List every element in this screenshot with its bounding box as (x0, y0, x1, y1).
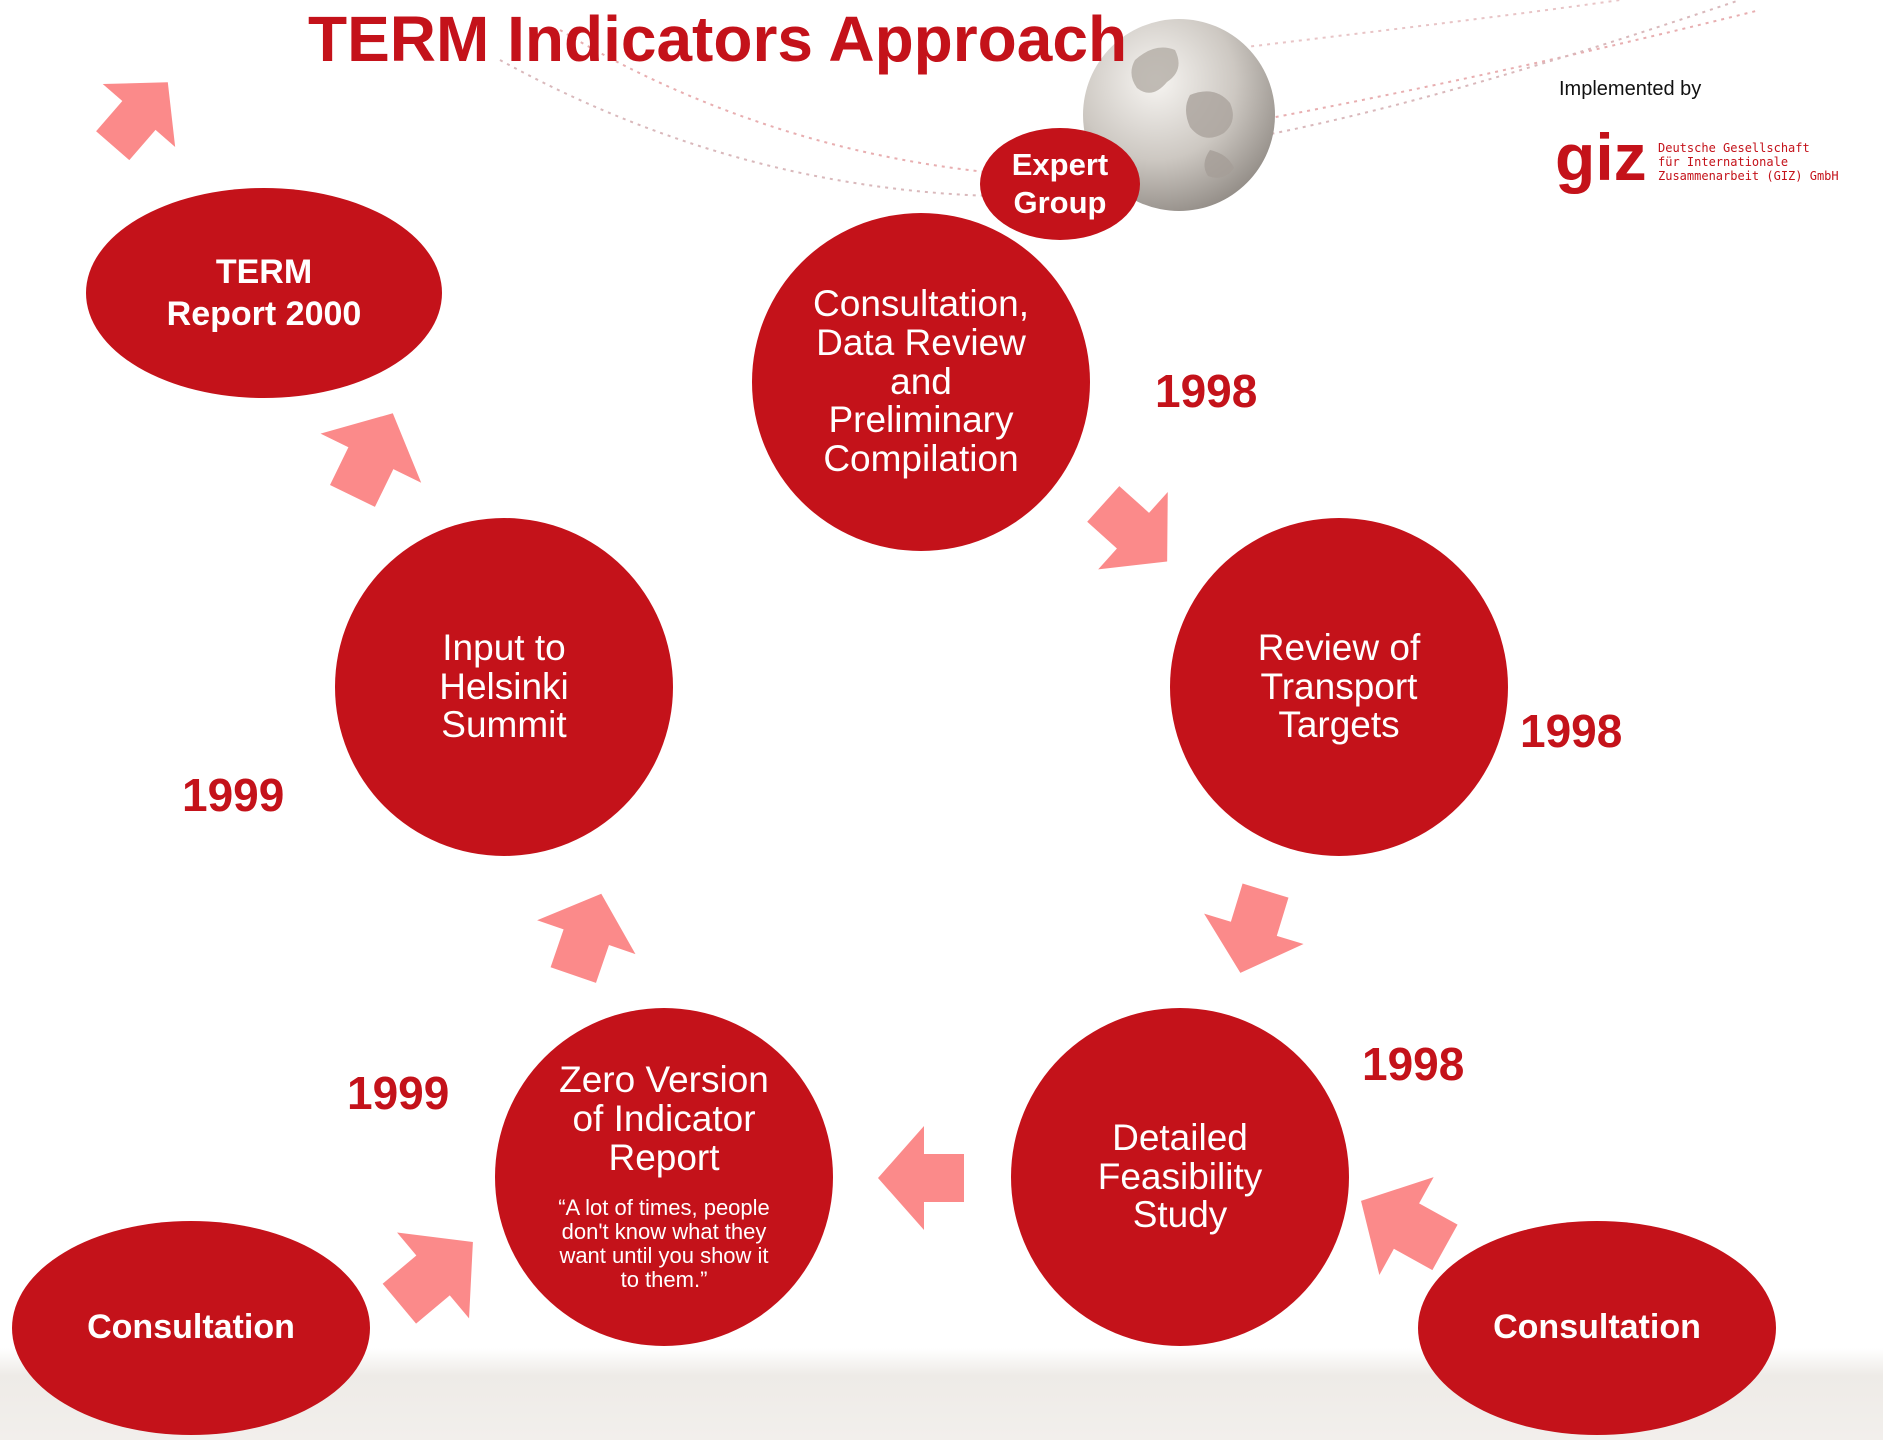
node-helsinki-summit: Input to Helsinki Summit (335, 518, 673, 856)
logo-line-1: Deutsche Gesellschaft (1658, 141, 1810, 155)
arrow-icon (878, 1126, 964, 1230)
node-transport-targets: Review of Transport Targets (1170, 518, 1508, 856)
node-feasibility-study: Detailed Feasibility Study (1011, 1008, 1349, 1346)
arrow-icon (96, 82, 176, 161)
year-zero-version: 1999 (347, 1067, 450, 1119)
year-consultation-review: 1998 (1155, 365, 1258, 417)
year-feasibility: 1998 (1362, 1038, 1465, 1090)
node-expert-group-label: Expert Group (1011, 147, 1109, 220)
node-consultation-left-label: Consultation (87, 1308, 295, 1347)
logo-line-2: für Internationale (1658, 155, 1788, 169)
node-consultation-review: Consultation, Data Review and Preliminar… (752, 213, 1090, 551)
node-transport-targets-label: Review of Transport Targets (1257, 626, 1421, 746)
implemented-by-label: Implemented by (1559, 78, 1702, 100)
node-expert-group: Expert Group (980, 128, 1140, 240)
node-helsinki-summit-label: Input to Helsinki Summit (439, 626, 569, 746)
year-transport-targets: 1998 (1520, 705, 1623, 757)
year-helsinki: 1999 (182, 769, 285, 821)
arrow-icon (1361, 1177, 1458, 1276)
node-consultation-left: Consultation (12, 1221, 370, 1435)
arrow-icon (1087, 486, 1168, 570)
node-zero-version-quote: “A lot of times, people don't know what … (558, 1194, 770, 1293)
arrow-icon (320, 413, 422, 507)
node-term-report-label: TERM Report 2000 (166, 252, 362, 334)
logo-wordmark: giz (1555, 128, 1647, 194)
page-title: TERM Indicators Approach (308, 3, 1128, 75)
arrow-icon (1204, 883, 1304, 973)
arrow-icon (382, 1232, 473, 1324)
node-zero-version: Zero Version of Indicator Report “A lot … (495, 1008, 833, 1346)
node-consultation-review-label: Consultation, Data Review and Preliminar… (813, 282, 1029, 480)
node-feasibility-study-label: Detailed Feasibility Study (1097, 1116, 1263, 1236)
node-term-report: TERM Report 2000 (86, 188, 442, 398)
giz-logo: giz Deutsche Gesellschaft für Internatio… (1555, 128, 1839, 194)
node-consultation-right: Consultation (1418, 1221, 1776, 1435)
logo-line-3: Zusammenarbeit (GIZ) GmbH (1658, 169, 1839, 183)
node-zero-version-label: Zero Version of Indicator Report (559, 1059, 769, 1179)
node-consultation-right-label: Consultation (1493, 1308, 1701, 1347)
arrow-icon (537, 893, 636, 983)
